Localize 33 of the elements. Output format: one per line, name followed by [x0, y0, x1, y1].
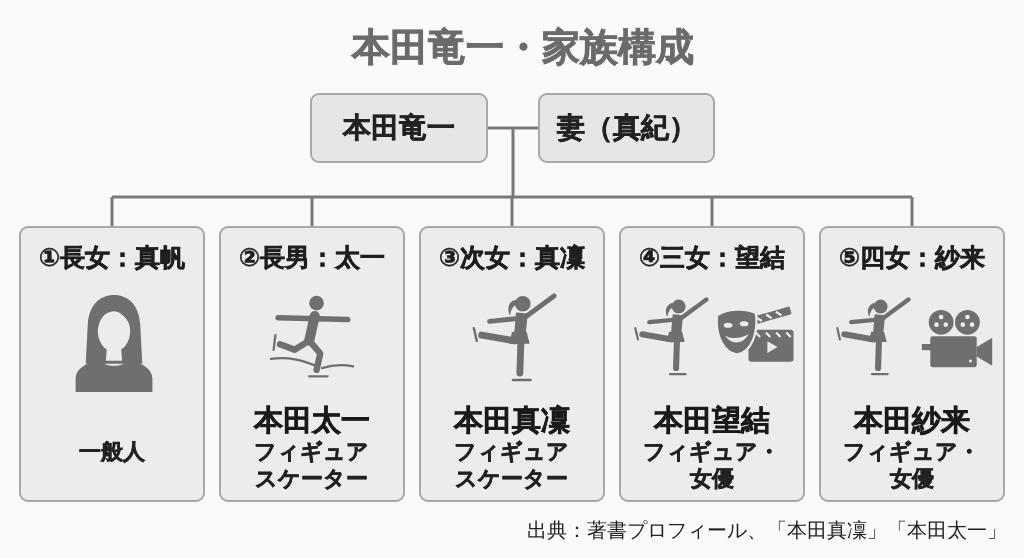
- member-card: [419, 226, 605, 502]
- name-box: [538, 93, 715, 163]
- name-text: 本田望結: [654, 402, 770, 438]
- name-text: 妻（真紀）: [556, 111, 697, 145]
- name-text: 本田竜一: [343, 111, 455, 145]
- source-note: 出典：著書プロフィール、「本田真凜」「本田太一」: [527, 517, 1007, 544]
- title: 本田竜一・家族構成: [352, 25, 694, 69]
- name-text: 本田太一: [254, 402, 370, 438]
- card-heading: ③次女：真凜: [438, 242, 586, 274]
- name-text: 本田真凜: [454, 402, 570, 438]
- role-text: フィギュア・女優: [842, 438, 982, 492]
- name-box: [310, 93, 488, 163]
- connector-line: [110, 197, 114, 226]
- connector-line: [511, 128, 515, 197]
- connector-line: [910, 197, 914, 226]
- connector-line: [710, 197, 714, 226]
- name-text: 本田紗来: [854, 402, 970, 438]
- role-text: フィギュアスケーター: [453, 438, 571, 492]
- role-text: フィギュアスケーター: [253, 438, 371, 492]
- member-card: [819, 226, 1005, 502]
- role-text: 一般人: [78, 438, 146, 465]
- card-heading: ④三女：望結: [638, 242, 786, 274]
- connector-line: [310, 197, 314, 226]
- connector-line: [510, 197, 514, 226]
- member-card: [219, 226, 405, 502]
- card-heading: ①長女：真帆: [38, 242, 186, 274]
- connector-line: [112, 195, 912, 199]
- member-card: [19, 226, 205, 502]
- card-heading: ②長男：太一: [238, 242, 386, 274]
- connector-line: [488, 126, 538, 130]
- role-text: フィギュア・女優: [642, 438, 782, 492]
- member-card: [619, 226, 805, 502]
- card-heading: ⑤四女：紗来: [838, 242, 986, 274]
